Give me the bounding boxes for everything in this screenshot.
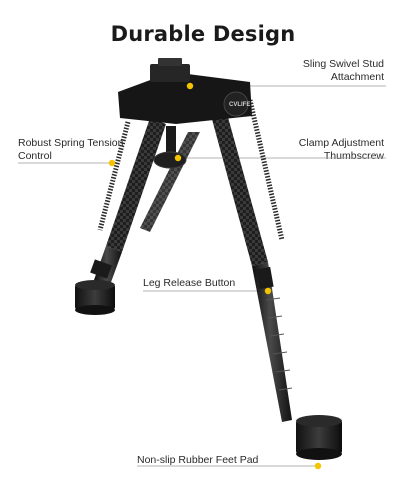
sling-swivel-mount [150,64,190,82]
callout-sling-swivel: Sling Swivel Stud Attachment [303,58,384,84]
callout-sling-line2: Attachment [330,71,384,83]
right-leg [210,99,342,460]
marker-dots [108,82,322,470]
callout-clamp-line1: Clamp Adjustment [298,137,384,149]
callout-robust-line2: Control [18,150,52,162]
callout-feet-pad: Non-slip Rubber Feet Pad [137,454,259,466]
callout-spring-tension: Robust Spring Tension Control [18,137,123,163]
left-leg [75,118,166,315]
leg-release-button [256,266,274,290]
left-foot-pad [75,284,115,310]
page-title: Durable Design [110,22,296,46]
dot-clamp-thumbscrew [174,154,182,162]
dot-feet-pad [314,462,322,470]
bipod-body: CVLIFE [118,58,252,169]
callout-clamp-line2: Thumbscrew [323,150,384,162]
leader-lines [18,85,386,467]
right-foot-pad [296,420,342,454]
dot-leg-release [264,287,272,295]
callout-leg-release: Leg Release Button [143,277,236,289]
clamp-thumbscrew [166,126,176,152]
callout-robust-line1: Robust Spring Tension [18,137,124,149]
brand-text: CVLIFE [229,102,250,108]
callout-clamp-thumbscrew: Clamp Adjustment Thumbscrew [299,137,384,163]
dot-sling-swivel [186,82,194,90]
callout-sling-line1: Sling Swivel Stud [302,58,384,70]
dot-spring-tension [108,159,116,167]
